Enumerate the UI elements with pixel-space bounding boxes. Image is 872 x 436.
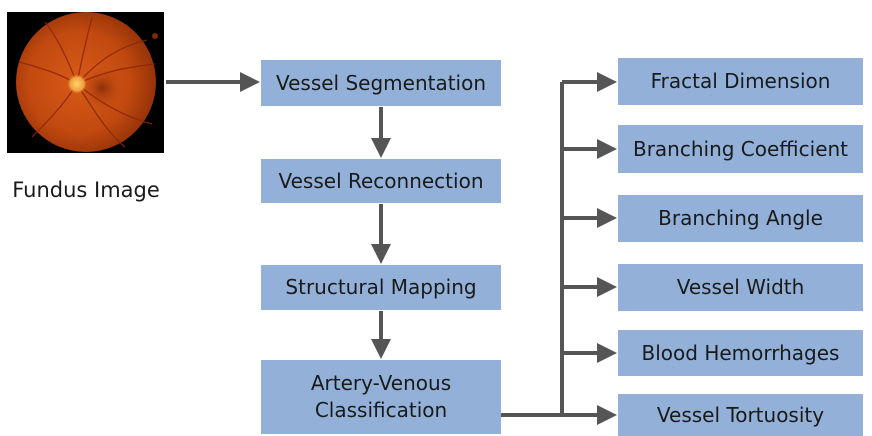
artery-venous-label-line2: Classification bbox=[314, 398, 448, 422]
fundus-image bbox=[7, 12, 164, 153]
vessel-tortuosity-box: Vessel Tortuosity bbox=[618, 394, 863, 436]
vessel-reconnection-box: Vessel Reconnection bbox=[261, 159, 501, 203]
fractal-dimension-box: Fractal Dimension bbox=[618, 58, 863, 105]
vessel-segmentation-box: Vessel Segmentation bbox=[261, 60, 501, 106]
fundus-image-caption: Fundus Image bbox=[12, 178, 160, 202]
artery-venous-classification-box: Artery-Venous Classification bbox=[261, 360, 501, 434]
branching-angle-box: Branching Angle bbox=[618, 195, 863, 242]
vessel-width-box: Vessel Width bbox=[618, 264, 863, 311]
branching-coefficient-box: Branching Coefficient bbox=[618, 125, 863, 173]
blood-hemorrhages-box: Blood Hemorrhages bbox=[618, 330, 863, 376]
artery-venous-label-line1: Artery-Venous bbox=[310, 371, 452, 395]
optic-disc bbox=[67, 74, 87, 94]
macula bbox=[80, 66, 124, 110]
structural-mapping-box: Structural Mapping bbox=[261, 265, 501, 310]
